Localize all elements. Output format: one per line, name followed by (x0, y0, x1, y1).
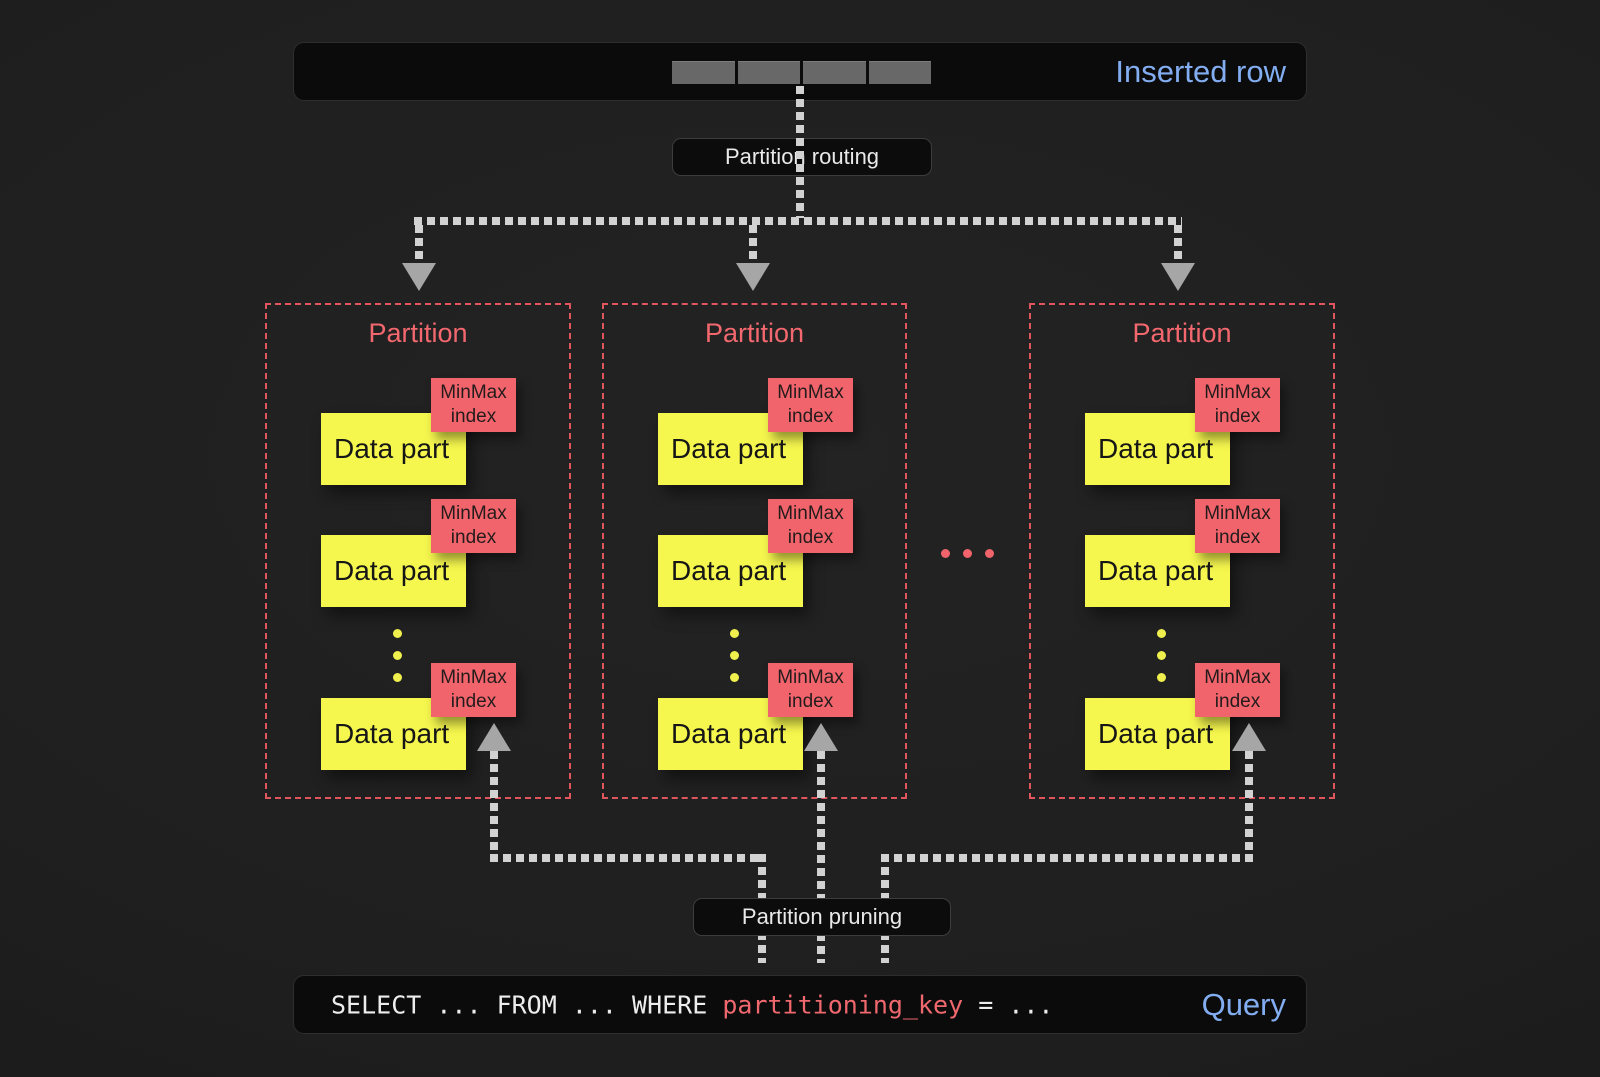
minmax-line: index (1214, 406, 1261, 427)
more-parts-dot (730, 629, 739, 638)
minmax-index-tag: MinMax index (1195, 499, 1280, 553)
more-parts-dot (1157, 673, 1166, 682)
minmax-line: MinMax (440, 382, 507, 403)
data-part: Data part (1085, 413, 1230, 485)
minmax-line: index (787, 406, 834, 427)
more-partitions-dot (963, 549, 972, 558)
minmax-index-tag: MinMax index (768, 378, 853, 432)
routing-branch-line-middle (749, 225, 757, 265)
minmax-line: MinMax (440, 503, 507, 524)
partition-box-2: Partition Data part MinMax index Data pa… (602, 303, 907, 799)
pruning-line-left-vertical (490, 751, 498, 857)
pruning-line-middle-vertical (817, 751, 825, 963)
pruning-line-left-horizontal (490, 854, 766, 862)
minmax-index-tag: MinMax index (768, 663, 853, 717)
inserted-row-panel: Inserted row (293, 42, 1307, 101)
partition-pruning-tag: Partition pruning (693, 898, 951, 936)
more-parts-dot (393, 629, 402, 638)
minmax-line: MinMax (777, 503, 844, 524)
more-parts-dot (1157, 629, 1166, 638)
more-parts-dot (393, 651, 402, 660)
inserted-row-cells (672, 61, 931, 84)
partition-title: Partition (704, 318, 805, 348)
query-text: SELECT ... FROM ... WHERE partitioning_k… (331, 990, 1053, 1019)
more-parts-dot (393, 673, 402, 682)
routing-branch-line-right (1174, 225, 1182, 265)
more-parts-dot (730, 651, 739, 660)
row-cell (868, 61, 931, 84)
row-cell (737, 61, 800, 84)
partition-title: Partition (368, 318, 468, 348)
minmax-line: index (1214, 527, 1261, 548)
arrow-down-icon (402, 263, 436, 291)
query-panel: SELECT ... FROM ... WHERE partitioning_k… (293, 975, 1307, 1034)
minmax-line: index (787, 527, 834, 548)
minmax-line: index (1214, 691, 1261, 712)
minmax-line: MinMax (1204, 382, 1271, 403)
routing-horizontal-line (414, 217, 1182, 225)
query-text-after: = ... (963, 990, 1054, 1019)
query-partitioning-key: partitioning_key (722, 990, 964, 1019)
partition-box-3: Partition Data part MinMax index Data pa… (1029, 303, 1335, 799)
row-cell (672, 61, 735, 84)
minmax-index-tag: MinMax index (1195, 378, 1280, 432)
minmax-index-tag: MinMax index (1195, 663, 1280, 717)
minmax-line: MinMax (440, 667, 507, 688)
inserted-row-label: Inserted row (1115, 53, 1286, 89)
more-parts-dot (1157, 651, 1166, 660)
minmax-index-tag: MinMax index (431, 499, 516, 553)
more-partitions-dot (941, 549, 950, 558)
minmax-line: MinMax (1204, 667, 1271, 688)
pruning-line-right-vertical (1245, 751, 1253, 857)
arrow-down-icon (736, 263, 770, 291)
data-part: Data part (658, 535, 803, 607)
minmax-index-tag: MinMax index (431, 378, 516, 432)
minmax-line: MinMax (1204, 503, 1271, 524)
minmax-line: index (450, 406, 497, 427)
minmax-index-tag: MinMax index (768, 499, 853, 553)
minmax-line: MinMax (777, 382, 844, 403)
query-text-before: SELECT ... FROM ... WHERE (331, 990, 723, 1019)
minmax-line: MinMax (777, 667, 844, 688)
minmax-line: index (450, 527, 497, 548)
more-partitions-dot (985, 549, 994, 558)
partition-pruning-label: Partition pruning (741, 904, 903, 929)
arrow-down-icon (1161, 263, 1195, 291)
minmax-line: index (450, 691, 497, 712)
partition-box-1: Partition Data part MinMax index Data pa… (265, 303, 571, 799)
minmax-line: index (787, 691, 834, 712)
pruning-line-right-horizontal (881, 854, 1253, 862)
query-badge: Query (1201, 986, 1286, 1022)
routing-branch-line-left (415, 225, 423, 265)
row-cell (803, 61, 866, 84)
partition-title: Partition (1132, 318, 1232, 348)
routing-feeder-line (796, 86, 804, 218)
more-parts-dot (730, 673, 739, 682)
minmax-index-tag: MinMax index (431, 663, 516, 717)
